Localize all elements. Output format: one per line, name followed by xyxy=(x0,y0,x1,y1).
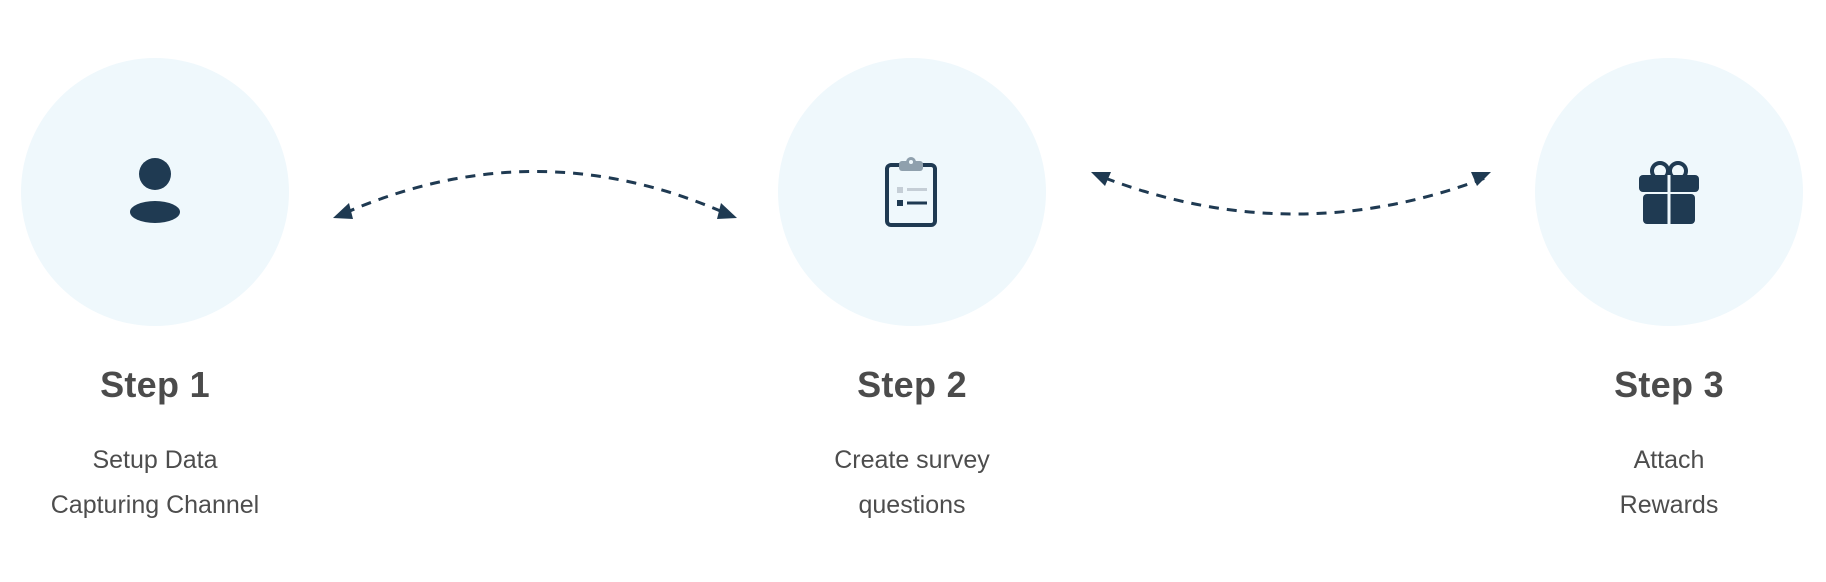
step-1-title: Step 1 xyxy=(100,364,210,405)
step-3-title: Step 3 xyxy=(1614,364,1724,405)
step-2-description: Create survey questions xyxy=(834,438,990,528)
arrowhead-right xyxy=(717,203,737,219)
clipboard-checklist-icon xyxy=(885,157,937,227)
step-3-circle xyxy=(1535,58,1803,326)
step-2-title: Step 2 xyxy=(857,364,967,405)
step-3-description-line-2: Rewards xyxy=(1619,491,1719,519)
step-2: Step 2 Create survey questions xyxy=(732,58,1092,528)
step-1-description-line-2: Capturing Channel xyxy=(50,491,260,519)
arrowhead-left xyxy=(333,203,353,219)
arrowhead-right xyxy=(1471,172,1491,186)
step-1: Step 1 Setup Data Capturing Channel xyxy=(0,58,335,528)
step-3: Step 3 Attach Rewards xyxy=(1489,58,1826,528)
user-icon xyxy=(130,158,180,223)
step-1-description: Setup Data Capturing Channel xyxy=(51,438,259,528)
arrow-step2-step3 xyxy=(1091,172,1491,216)
arrow-step1-step2 xyxy=(333,170,737,219)
arrowhead-left xyxy=(1091,172,1111,186)
step-1-circle xyxy=(21,58,289,326)
step-2-description-line-2: questions xyxy=(858,491,966,519)
step-3-description: Attach Rewards xyxy=(1620,438,1719,528)
step-3-description-line-1: Attach xyxy=(1633,446,1705,474)
step-2-description-line-1: Create survey xyxy=(834,446,990,474)
gift-icon xyxy=(1639,161,1699,224)
step-2-circle xyxy=(778,58,1046,326)
step-1-description-line-1: Setup Data xyxy=(92,446,218,474)
